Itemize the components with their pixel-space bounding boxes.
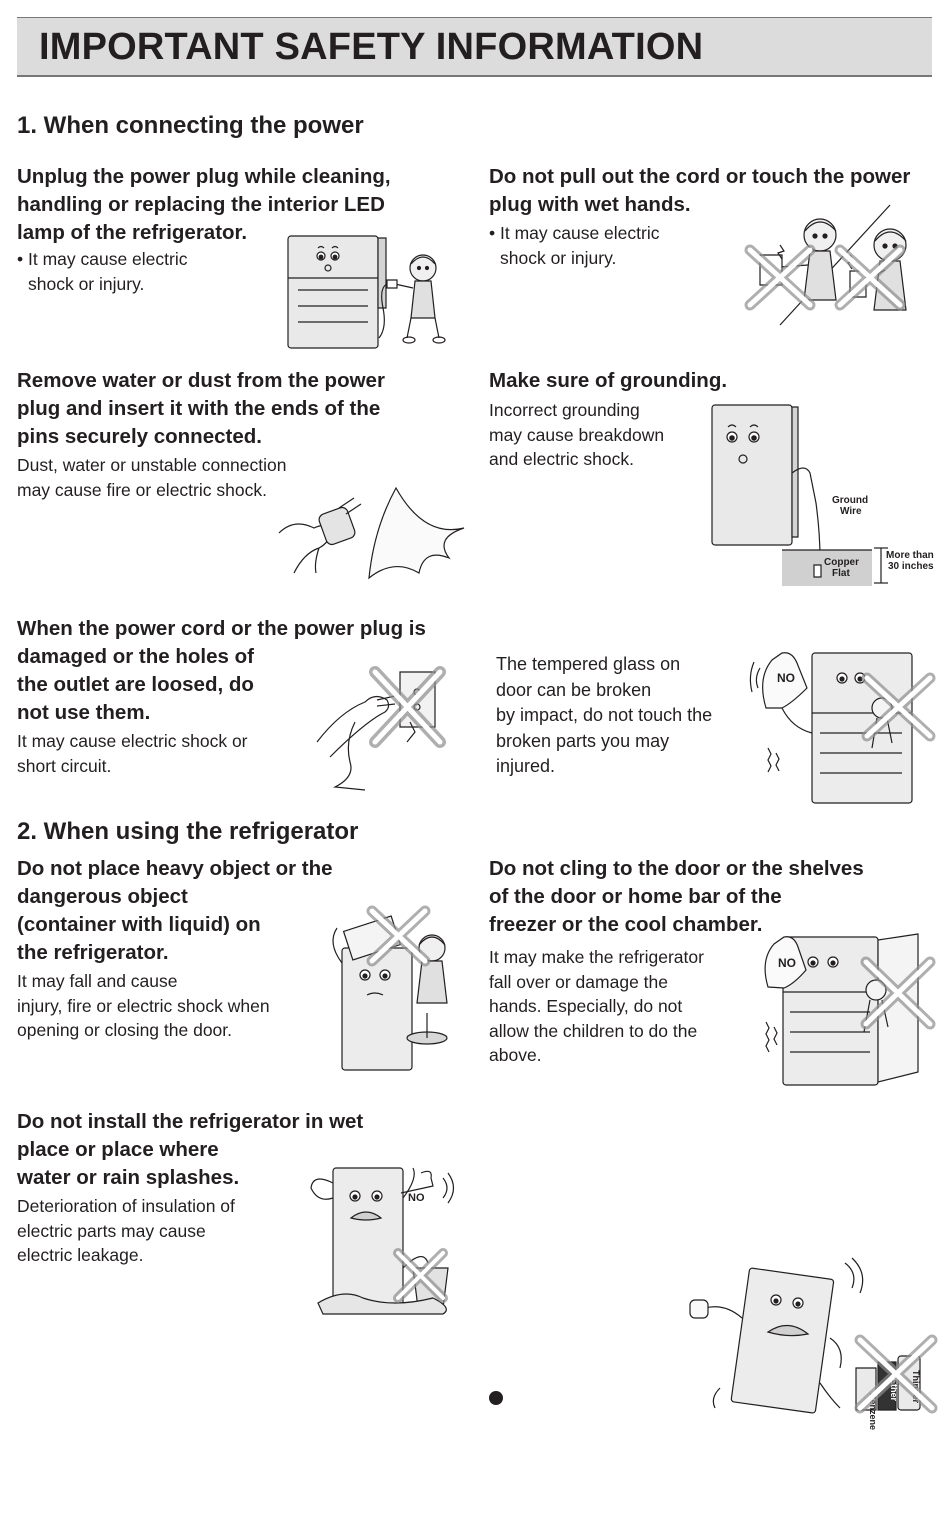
warning-text: Deterioration of insulation of electric …: [17, 1196, 235, 1265]
warning-damaged-cord: When the power cord or the power plug is…: [17, 615, 426, 778]
warning-heading: Do not install the refrigerator in wet p…: [17, 1110, 364, 1189]
warning-heavy-object: Do not place heavy object or the dangero…: [17, 855, 333, 1043]
warning-cling-door: Do not cling to the door or the shelves …: [489, 855, 864, 1068]
flat-label: Flat: [832, 568, 850, 579]
no-sign-label: NO: [408, 1192, 425, 1204]
warning-heading: Do not place heavy object or the dangero…: [17, 857, 333, 964]
grounding-illustration: Ground Wire Copper Flat More than 30 inc…: [710, 403, 934, 586]
ground-label: Ground: [832, 495, 868, 506]
warning-wet-hands: Do not pull out the cord or touch the po…: [489, 163, 910, 270]
bullet-dot: [489, 1391, 503, 1405]
cling-door-illustration: NO: [758, 932, 938, 1087]
wet-place-illustration: NO: [303, 1158, 463, 1318]
warning-unplug-while-cleaning: Unplug the power plug while cleaning, ha…: [17, 163, 391, 296]
warning-heading: Unplug the power plug while cleaning, ha…: [17, 165, 391, 244]
warning-text: Dust, water or unstable connection may c…: [17, 455, 287, 500]
copper-label: Copper: [824, 557, 859, 568]
section-title-connecting-power: 1. When connecting the power: [17, 112, 364, 139]
more-than-label: More than: [886, 550, 934, 561]
warning-wet-place: Do not install the refrigerator in wet p…: [17, 1108, 363, 1268]
warning-text: • It may cause electric shock or injury.: [17, 249, 188, 294]
warning-tempered-glass: The tempered glass on door can be broken…: [496, 652, 712, 780]
heavy-object-illustration: [327, 903, 467, 1073]
damaged-outlet-illustration: [315, 662, 455, 794]
dusty-plug-illustration: [274, 488, 469, 583]
warning-grounding: Make sure of grounding. Incorrect ground…: [489, 367, 727, 472]
warning-text: Incorrect grounding may cause breakdown …: [489, 400, 665, 469]
warning-remove-dust: Remove water or dust from the power plug…: [17, 367, 385, 502]
warning-heading: Remove water or dust from the power plug…: [17, 369, 385, 448]
flammable-substances-illustration: Benzene Ether Thinner: [680, 1258, 942, 1430]
warning-text: It may cause electric shock or short cir…: [17, 731, 248, 776]
warning-heading: When the power cord or the power plug is…: [17, 617, 426, 724]
wire-label: Wire: [840, 506, 862, 517]
distance-label: 30 inches: [888, 561, 934, 572]
warning-text: The tempered glass on door can be broken…: [496, 654, 713, 776]
warning-text: • It may cause electric shock or injury.: [489, 223, 660, 268]
section-title-using-refrigerator: 2. When using the refrigerator: [17, 818, 359, 845]
benzene-label: Benzene: [868, 1393, 878, 1430]
warning-text: It may fall and cause injury, fire or el…: [17, 971, 270, 1040]
warning-text: It may make the refrigerator fall over o…: [489, 947, 704, 1065]
warning-heading: Make sure of grounding.: [489, 369, 728, 392]
wet-hands-illustration: [740, 205, 945, 330]
ether-label: Ether: [889, 1378, 899, 1402]
tempered-glass-illustration: NO: [752, 648, 937, 806]
warning-heading: Do not cling to the door or the shelves …: [489, 857, 864, 936]
warning-heading: Do not pull out the cord or touch the po…: [489, 165, 911, 216]
no-sign-label: NO: [778, 956, 796, 970]
fridge-unplug-illustration: [283, 228, 453, 348]
page-title: IMPORTANT SAFETY INFORMATION: [39, 26, 704, 68]
title-banner: IMPORTANT SAFETY INFORMATION: [17, 17, 932, 77]
no-sign-label: NO: [777, 671, 795, 685]
